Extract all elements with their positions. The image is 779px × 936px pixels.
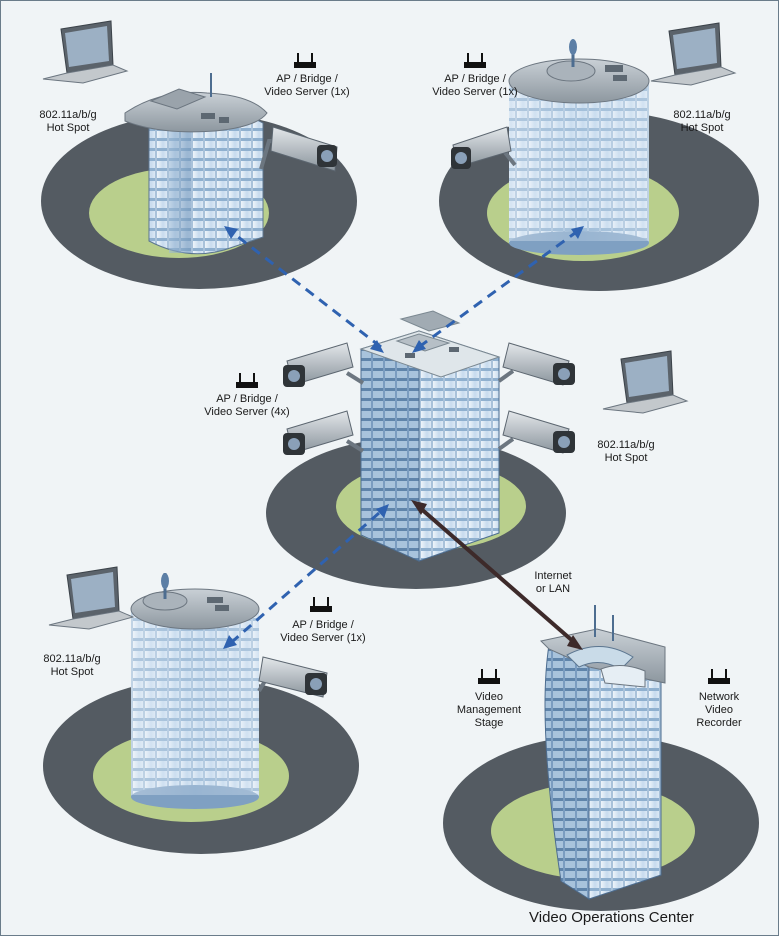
ap-label-top-right: AP / Bridge / Video Server (1x) bbox=[415, 73, 535, 99]
ap-label-line: Video Server (1x) bbox=[432, 86, 518, 98]
camera-bottom-left bbox=[257, 656, 328, 698]
camera-center-upper-right bbox=[497, 342, 575, 386]
wireless-link-bottom-left bbox=[232, 511, 380, 643]
hotspot-label-top-left: 802.11a/b/g Hot Spot bbox=[23, 109, 113, 135]
vms-label-line: Video bbox=[475, 691, 503, 703]
ap-label-line: AP / Bridge / bbox=[444, 73, 506, 85]
router-icon bbox=[478, 669, 500, 684]
laptop-center-right bbox=[602, 350, 689, 414]
laptop-top-left bbox=[42, 20, 129, 84]
link-label-line: Internet bbox=[534, 570, 572, 582]
router-icon bbox=[708, 669, 730, 684]
router-icon bbox=[236, 373, 258, 388]
hotspot-label-line: Hot Spot bbox=[680, 122, 724, 134]
ap-label-line: AP / Bridge / bbox=[216, 393, 278, 405]
hotspot-label-bottom-left: 802.11a/b/g Hot Spot bbox=[27, 653, 117, 679]
hotspot-label-center-right: 802.11a/b/g Hot Spot bbox=[581, 439, 671, 465]
camera-center-upper-left bbox=[283, 342, 365, 387]
ap-label-bottom-left: AP / Bridge / Video Server (1x) bbox=[263, 619, 383, 645]
building-center bbox=[359, 310, 501, 562]
network-video-recorder-label: Network Video Recorder bbox=[679, 691, 759, 730]
hotspot-label-line: 802.11a/b/g bbox=[673, 109, 731, 121]
camera-top-right bbox=[451, 126, 517, 169]
wireless-link-top-left bbox=[232, 231, 382, 349]
building-top-left bbox=[124, 73, 268, 255]
building-operations-center bbox=[539, 605, 666, 900]
hotspot-label-line: 802.11a/b/g bbox=[39, 109, 97, 121]
ap-label-center: AP / Bridge / Video Server (4x) bbox=[187, 393, 307, 419]
laptop-bottom-left bbox=[48, 566, 135, 630]
vms-label-line: Management bbox=[456, 704, 522, 716]
camera-top-left bbox=[259, 126, 338, 172]
router-icon bbox=[310, 597, 332, 612]
ap-label-line: AP / Bridge / bbox=[292, 619, 354, 631]
camera-center-lower-left bbox=[283, 410, 365, 455]
camera-center-lower-right bbox=[497, 410, 575, 454]
link-label: Internet or LAN bbox=[513, 570, 593, 596]
hotspot-label-line: Hot Spot bbox=[46, 122, 90, 134]
wireless-link-top-right bbox=[418, 231, 576, 349]
ap-label-line: AP / Bridge / bbox=[276, 73, 338, 85]
vms-label-line: Stage bbox=[474, 717, 504, 729]
diagram-caption: Video Operations Center bbox=[529, 909, 694, 926]
ap-label-line: Video Server (4x) bbox=[204, 406, 290, 418]
nvr-label-line: Network bbox=[698, 691, 740, 703]
wireless-arrowheads bbox=[223, 226, 584, 649]
nvr-label-line: Video bbox=[705, 704, 733, 716]
laptop-top-right bbox=[650, 22, 737, 86]
hotspot-label-line: Hot Spot bbox=[50, 666, 94, 678]
ap-label-top-left: AP / Bridge / Video Server (1x) bbox=[247, 73, 367, 99]
hotspot-label-line: Hot Spot bbox=[604, 452, 648, 464]
link-label-line: or LAN bbox=[535, 583, 571, 595]
hotspot-label-line: 802.11a/b/g bbox=[597, 439, 655, 451]
hotspot-label-top-right: 802.11a/b/g Hot Spot bbox=[657, 109, 747, 135]
ap-label-line: Video Server (1x) bbox=[264, 86, 350, 98]
ap-label-line: Video Server (1x) bbox=[280, 632, 366, 644]
hotspot-label-line: 802.11a/b/g bbox=[43, 653, 101, 665]
video-management-stage-label: Video Management Stage bbox=[449, 691, 529, 730]
nvr-label-line: Recorder bbox=[696, 717, 742, 729]
building-bottom-left bbox=[130, 573, 260, 809]
router-icon bbox=[294, 53, 316, 68]
wired-link bbox=[411, 500, 583, 650]
router-icon bbox=[464, 53, 486, 68]
wireless-links bbox=[232, 231, 576, 643]
building-top-right bbox=[508, 39, 650, 255]
